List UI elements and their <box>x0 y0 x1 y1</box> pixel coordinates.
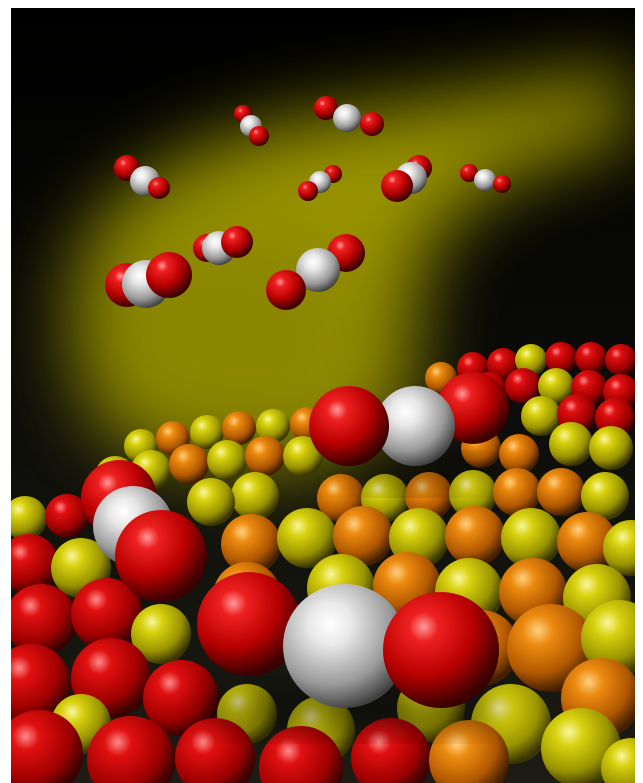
adsorbed-molecules <box>81 372 511 726</box>
co2-molecule <box>114 155 170 199</box>
co2-molecule <box>309 372 509 486</box>
co2-molecule <box>298 165 342 201</box>
co2-molecule <box>460 164 511 193</box>
co2-molecule <box>234 105 269 146</box>
gas-molecules <box>105 96 511 310</box>
molecular-scene <box>11 8 635 783</box>
co2-molecule <box>266 234 365 310</box>
co2-molecule <box>193 226 253 265</box>
co2-molecule <box>314 96 384 136</box>
co2-molecule <box>191 572 511 726</box>
co2-molecule <box>105 252 192 308</box>
co2-molecule <box>381 155 432 202</box>
co2-molecule <box>81 460 207 602</box>
